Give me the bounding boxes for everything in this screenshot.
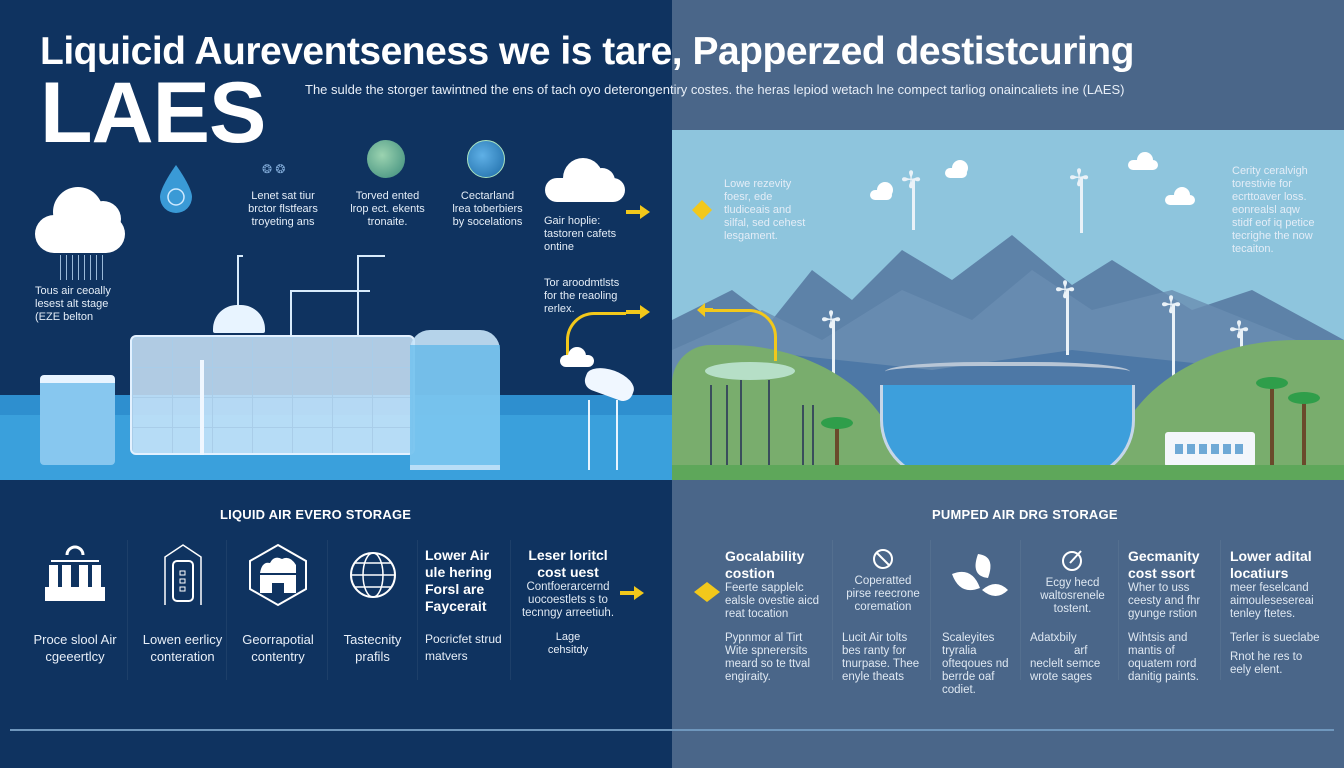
pylon-icon [588, 400, 618, 470]
wind-turbine-icon [1055, 276, 1075, 355]
divider [327, 540, 328, 680]
curved-arrow-icon [705, 309, 777, 361]
pipe [357, 255, 385, 335]
gauge-icon [1061, 550, 1082, 571]
hexagon-factory-icon [249, 543, 307, 607]
reservoir [880, 385, 1135, 480]
wind-turbine-icon [821, 306, 841, 380]
diamond-marker-icon [692, 200, 712, 220]
divider [832, 540, 833, 680]
cloud-icon [545, 158, 625, 202]
diamond-marker-icon [694, 582, 720, 602]
leaves-icon [952, 554, 1008, 596]
footer-divider-line [10, 729, 1334, 731]
pylon-icon [710, 385, 728, 465]
divider [1220, 540, 1221, 680]
arrow-right-icon [626, 205, 650, 219]
cloud-icon [870, 182, 893, 200]
small-cloud-icon [560, 347, 594, 367]
pipe [290, 290, 370, 335]
wind-turbine-icon [200, 360, 204, 455]
pylon-icon [802, 405, 814, 465]
arrow-right-icon [626, 305, 650, 319]
palm-tree-icon [821, 417, 853, 467]
tank-array-icon [45, 545, 105, 601]
divider [1020, 540, 1021, 680]
wind-turbine-icon [1161, 291, 1181, 380]
pipe [237, 255, 243, 305]
cloud2-note: Gair hoplie: tastoren cafets ontine [544, 215, 617, 253]
cloud-note: Tous air ceoally lesest alt stage (EZE b… [35, 285, 111, 323]
cylinder-tank-icon [163, 544, 202, 605]
powerhouse-building [1165, 432, 1255, 467]
divider [127, 540, 128, 680]
divider [417, 540, 418, 680]
acronym-heading: LAES [40, 65, 266, 161]
page-subtitle: The sulde the storger tawintned the ens … [305, 82, 1125, 97]
globe1-note: Torved ented lrop ect. ekents tronaite. [350, 190, 425, 228]
cloud-icon [1165, 187, 1195, 205]
grass [672, 465, 1344, 480]
page-title: Liquicid Aureventseness we is tare, Papp… [40, 30, 1134, 73]
globe2-note: Cectarland lrea toberbiers by socelation… [452, 190, 523, 228]
particles-icon: ❂ ❂ [262, 162, 286, 176]
dam-wall [885, 362, 1130, 386]
arrow-note: Tor aroodmtlsts for the reaoling rerlex. [544, 277, 620, 315]
globe-grid-icon [467, 140, 505, 178]
storage-tower-fill [410, 345, 500, 465]
rain-cloud-icon [35, 187, 125, 253]
upper-reservoir-pad [705, 362, 795, 380]
rain-icon [60, 255, 105, 280]
cloud-icon [945, 160, 968, 178]
globe-wire-icon [349, 552, 396, 598]
wind-turbine-icon [1069, 164, 1089, 233]
arrow-right-icon [620, 586, 644, 600]
water-drop-icon [160, 165, 192, 213]
palm-tree-icon [1288, 392, 1320, 468]
right-right-note: Cerity ceralvigh torestivie for ecrttoav… [1232, 165, 1315, 255]
drop-note: Lenet sat tiur brctor flstfears troyetin… [248, 190, 318, 228]
tank-dome [213, 305, 265, 333]
divider [226, 540, 227, 680]
palm-tree-icon [1256, 377, 1288, 465]
pylon-icon [740, 380, 770, 465]
globe-icon [367, 140, 405, 178]
cloud-icon [1128, 152, 1158, 170]
divider [510, 540, 511, 680]
divider [1118, 540, 1119, 680]
right-left-note: Lowe rezevity foesr, ede tludiceais and … [724, 178, 806, 242]
arrow-left-icon [697, 303, 713, 317]
left-section-title: LIQUID AIR EVERO STORAGE [220, 507, 412, 522]
wind-turbine-icon [901, 166, 921, 230]
no-tool-icon [873, 549, 893, 569]
silo [40, 375, 115, 465]
storage-tank [130, 335, 415, 455]
curved-arrow-icon [566, 312, 626, 357]
right-section-title: PUMPED AIR DRG STORAGE [932, 507, 1118, 522]
divider [930, 540, 931, 680]
